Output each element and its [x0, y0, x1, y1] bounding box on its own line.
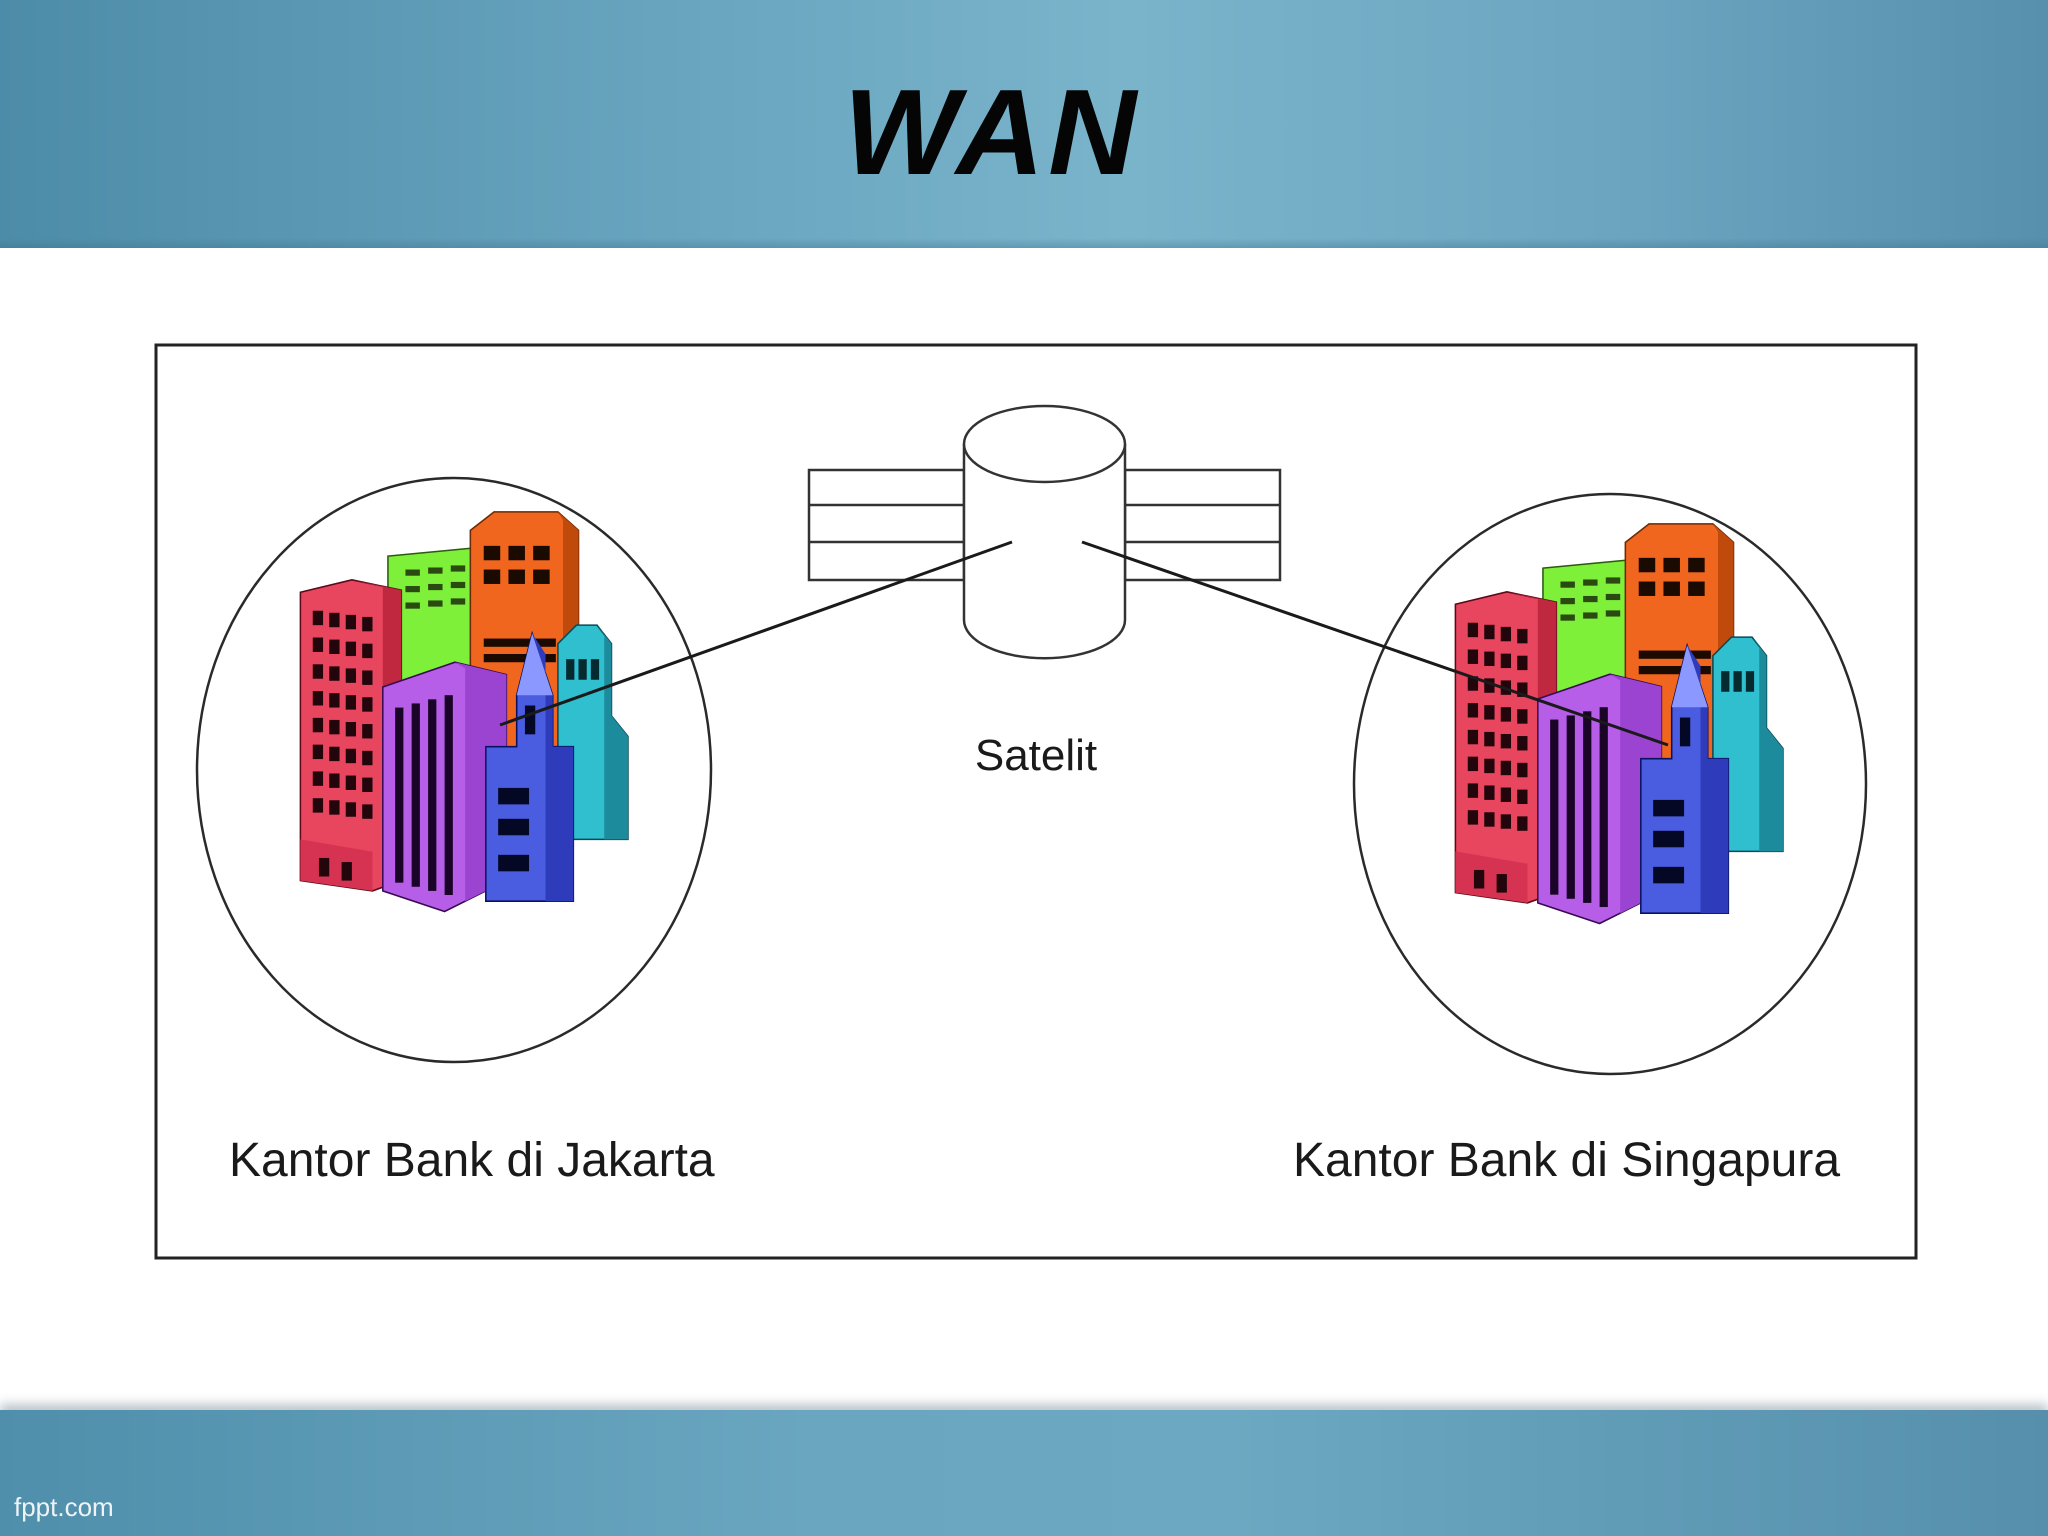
link-satellite-singapura [1081, 540, 1669, 747]
link-satellite-jakarta [499, 540, 1013, 727]
header-band [0, 0, 2048, 248]
satellite-label: Satelit [975, 731, 1097, 780]
jakarta-office-label: Kantor Bank di Jakarta [229, 1134, 715, 1187]
singapura-office-label: Kantor Bank di Singapura [1293, 1134, 1840, 1187]
footer-brand: fppt.com [14, 1492, 114, 1522]
satellite-icon [807, 404, 1282, 660]
slide-title: WAN [843, 64, 1141, 200]
footer-band: fppt.com [0, 1410, 2048, 1536]
